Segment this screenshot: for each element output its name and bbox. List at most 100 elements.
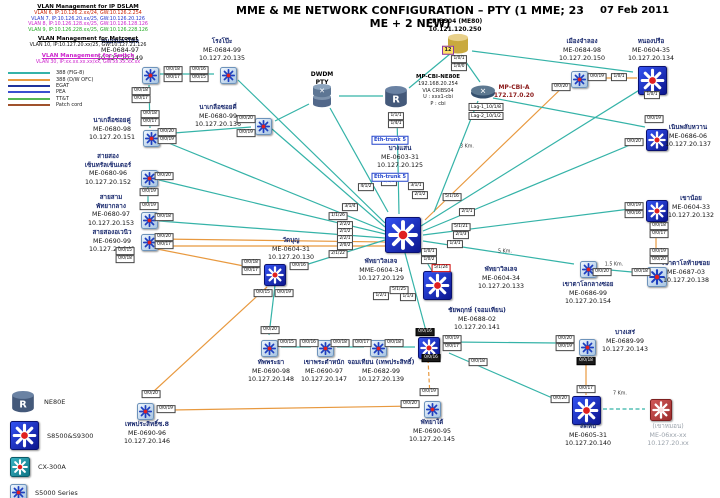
- rongpo-label-line: โรงโป๊ะ: [211, 38, 233, 45]
- saisong-central-label-line: ME-0680-96: [88, 170, 127, 177]
- thepprasit-soi8-label-line: เทพประสิทธิ์ซ.8: [124, 421, 170, 428]
- mp-cbi-ne80e-icon[interactable]: R: [383, 85, 409, 109]
- chomtien-thepprasit-icon[interactable]: [369, 339, 387, 357]
- line-legend-label: 388 (FIG-8): [56, 70, 85, 77]
- line-legend-label: Patch cord: [56, 102, 83, 109]
- saisam-pattaya-klang-label-line: สายสาม: [99, 194, 123, 201]
- rongpo-icon[interactable]: [219, 66, 237, 84]
- port-label: 0/0/15: [253, 289, 273, 297]
- port-label: 0/0/16: [189, 66, 209, 74]
- mme-pattaya-village-icon[interactable]: [385, 217, 421, 253]
- port-label: 3/1/1: [407, 182, 425, 190]
- saisam-pattaya-klang-label-line: 10.127.20.153: [87, 219, 135, 227]
- saisong-avenue-icon[interactable]: [140, 233, 158, 251]
- port-label: 0/0/18: [649, 222, 669, 230]
- khao-talo-tai-soi-icon[interactable]: [647, 267, 667, 287]
- noen-phlap-wan-icon[interactable]: [646, 129, 668, 151]
- vlan-legend-dslam-lines: VLAN 6, IP:10.126.2.xx/24, GW:10.126.2.2…: [8, 11, 168, 34]
- mp-cbi-a-icon[interactable]: ✕: [470, 84, 496, 99]
- ne80e-legend-icon: R: [10, 390, 36, 414]
- dwdm-pty-icon[interactable]: ✕: [308, 83, 336, 109]
- pattaya-tai-icon[interactable]: [423, 400, 441, 418]
- sattahip-label-line: 10.127.20.140: [564, 440, 612, 447]
- port-label: 1/3/1: [446, 240, 464, 248]
- khao-mon-new-icon[interactable]: [650, 399, 672, 421]
- nongprue-label-line: หนองปรือ: [637, 38, 665, 45]
- port-label: 0/0/19: [587, 73, 607, 81]
- network-link: [404, 252, 427, 332]
- line-swatch-icon: [8, 97, 50, 100]
- port-label: 0/0/18: [115, 255, 135, 263]
- port-label: 0/0/19: [139, 202, 159, 210]
- vlan-legend-switch: VLAN Management for Switch VLAN 30, IP:x…: [8, 53, 168, 66]
- mp-cbi-a-label-line: MP-CBI-A: [498, 84, 530, 91]
- thepprasit-soi8-label-line: ME-0690-96: [127, 429, 166, 437]
- saisong-central-label-line: สายสอง: [97, 153, 119, 160]
- network-link: [160, 139, 386, 232]
- port-label: 0/0/19: [156, 405, 176, 413]
- sattahip-icon[interactable]: [571, 395, 601, 425]
- network-link: [156, 248, 250, 268]
- nakluea-soi-khi-icon[interactable]: [254, 117, 272, 135]
- saisong-central-icon[interactable]: [140, 169, 158, 187]
- khao-talo-tai-soi-label-line: 10.127.20.138: [662, 277, 710, 284]
- thepprasit-soi8-icon[interactable]: [136, 402, 154, 420]
- pattaya-tai-label-line: 10.127.20.145: [408, 436, 456, 443]
- port-label: 5/1/21: [451, 223, 471, 231]
- svg-text:✕: ✕: [480, 87, 486, 96]
- noen-phlap-wan-label-line: 10.127.20.137: [664, 141, 712, 148]
- bang-sare-label-line: 10.127.20.143: [601, 346, 649, 353]
- pattaya-village-me-icon[interactable]: [422, 270, 452, 300]
- port-label: 0/0/20: [555, 335, 575, 343]
- port-label: 0/0/18: [140, 110, 160, 118]
- port-label: 0/0/18: [384, 339, 404, 347]
- khao-phra-tamnak-label-line: ME-0690-97: [304, 367, 343, 375]
- device-legend-label: S8500&S9300: [47, 431, 94, 440]
- watboon-icon[interactable]: [264, 264, 286, 286]
- vlan-line-1-0: VLAN 10, IP:10.127.20.xx/25, GW:10.127.2…: [29, 42, 147, 48]
- port-label: 0/0/17: [154, 241, 174, 249]
- khao-phra-tamnak-icon[interactable]: [316, 339, 334, 357]
- bang-sare-label-line: บางเสร่: [614, 329, 635, 336]
- network-link: [329, 107, 389, 213]
- nongplalai-icon[interactable]: [141, 66, 159, 84]
- line-legend-label: PEA: [56, 89, 66, 96]
- port-label: 0/0/20: [236, 115, 256, 123]
- chaiyapruek-chomtien-label-line: 10.127.20.141: [453, 324, 501, 331]
- vlan-legend-metronet-title: VLAN Management for Metronet: [37, 36, 139, 42]
- port-label: 0/0/15: [115, 247, 135, 255]
- port-label: 1/0/0: [450, 63, 468, 71]
- port-label: 0/0/19: [157, 136, 177, 144]
- device-legend-label: S5000 Series: [35, 488, 78, 497]
- khao-talo-klang-soi-icon[interactable]: [579, 260, 597, 278]
- khao-noi-icon[interactable]: [646, 200, 668, 222]
- bang-sare-icon[interactable]: [578, 338, 596, 356]
- rongpo-label-line: ME-0684-99: [202, 46, 241, 54]
- svg-text:✕: ✕: [319, 87, 325, 95]
- thappraya-icon[interactable]: [260, 339, 278, 357]
- port-label: 0/0/17: [163, 74, 183, 82]
- nongprue-icon[interactable]: [637, 65, 667, 95]
- vlan-legend-metronet: VLAN Management for Metronet VLAN 10, IP…: [8, 36, 168, 49]
- muang-chamlong-icon[interactable]: [570, 70, 588, 88]
- vlan-legend-switch-title: VLAN Management for Switch: [41, 53, 135, 59]
- port-label: 0/0/17: [140, 118, 160, 126]
- nongplalai-label-line: ME-0684-97: [100, 46, 139, 54]
- thepprasit-soi8-label-line: 10.127.20.146: [123, 438, 171, 445]
- mp-cbi-a-label-line: 172.17.0.20: [493, 92, 535, 100]
- khao-mon-new-label-line: (เขาหมอน): [652, 423, 684, 430]
- network-link: [471, 50, 634, 73]
